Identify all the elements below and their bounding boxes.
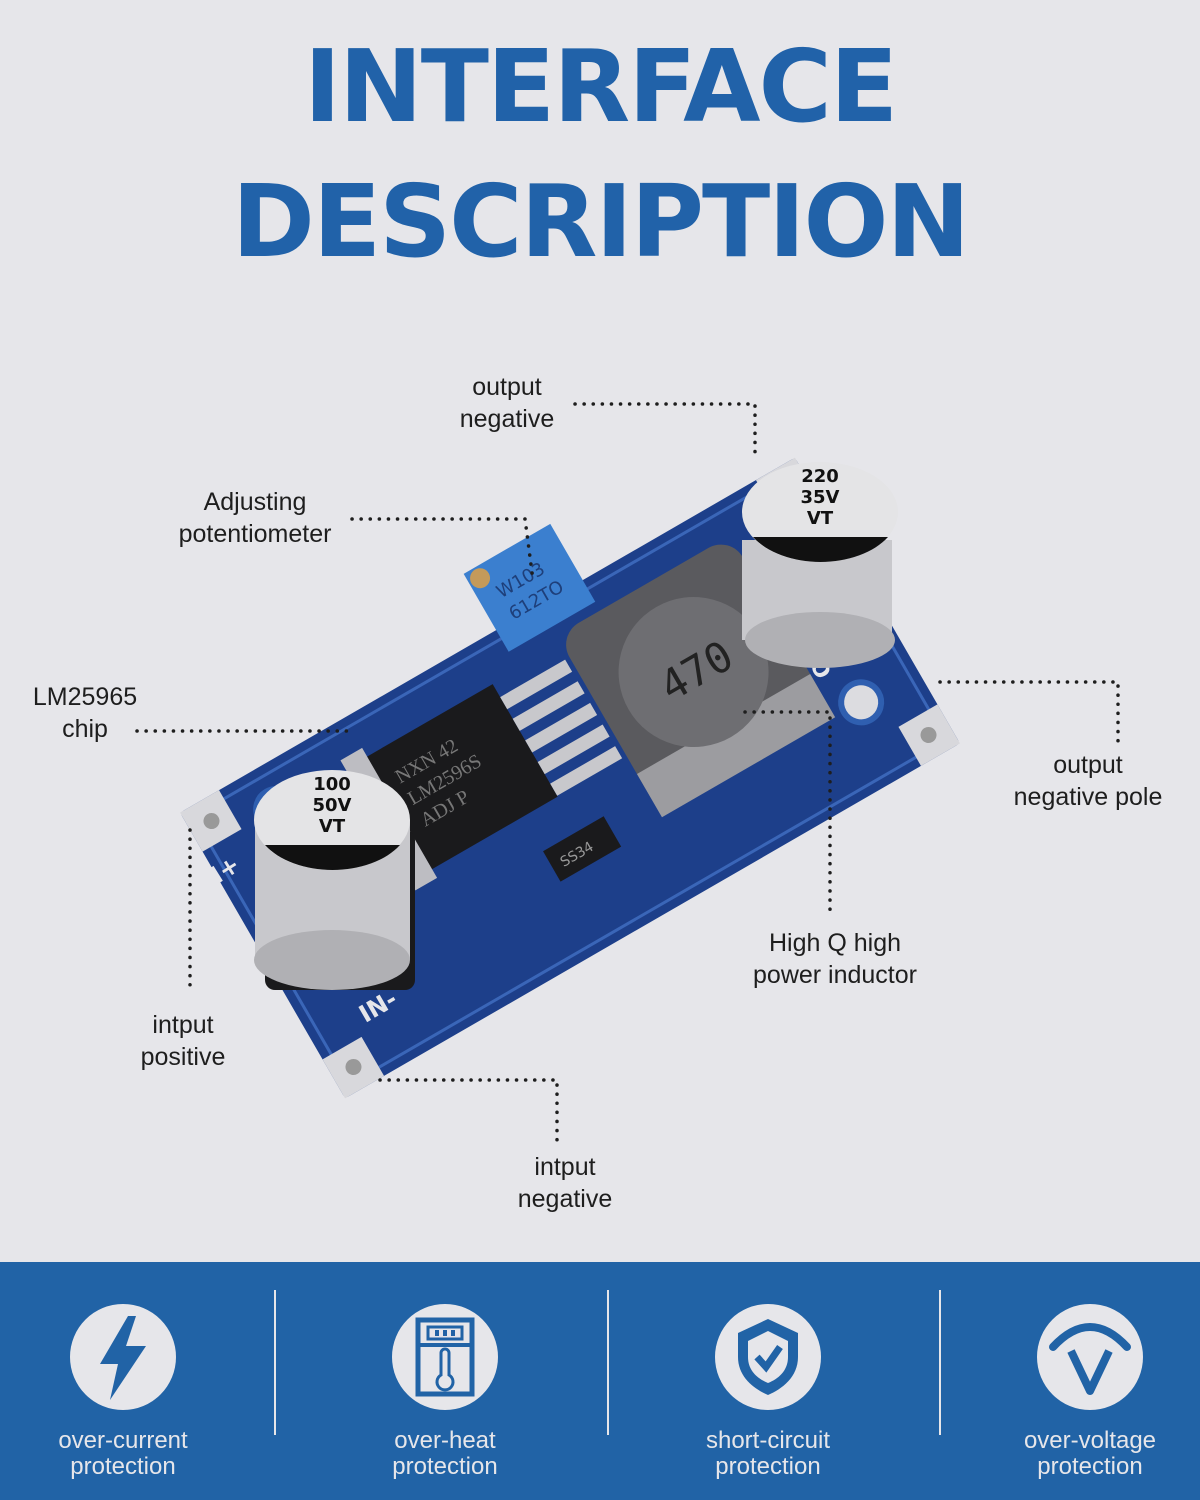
chip-lead: [550, 746, 623, 796]
potentiometer: [463, 523, 596, 652]
feature-label-line: protection: [392, 1453, 498, 1480]
capacitor-polarity-stripe: [265, 845, 400, 870]
title-line-2: DESCRIPTION: [231, 163, 970, 280]
capacitor-marking: VT: [807, 508, 834, 529]
capacitor-marking: 100: [313, 774, 351, 795]
label-chip: LM25965 chip: [33, 681, 137, 745]
capacitor-marking: 35V: [801, 487, 840, 508]
feature-label-line: over-heat: [394, 1427, 496, 1454]
pad-hole: [203, 813, 220, 830]
device-divider: [418, 1343, 472, 1347]
label-input-negative: intput negative: [518, 1151, 613, 1215]
voltage-icon: [1049, 1323, 1131, 1395]
display-segment: [451, 1330, 455, 1336]
label-output-negative-pole: output negative pole: [1014, 749, 1163, 813]
label-line: intput: [534, 1153, 596, 1181]
display-segment: [435, 1330, 439, 1336]
label-line: chip: [62, 715, 108, 743]
label-line: negative: [459, 405, 555, 433]
label-line: intput: [152, 1011, 214, 1039]
mounting-hole: [838, 679, 885, 726]
label-line: output: [1053, 751, 1123, 779]
display-segment: [443, 1330, 447, 1336]
feature-icon-circle: [70, 1304, 176, 1410]
leader-lines: [135, 402, 1120, 1142]
chip-lead: [537, 724, 610, 775]
thermometer: [435, 1347, 455, 1392]
label-line: Adjusting: [203, 488, 307, 516]
pad-hole: [345, 1058, 362, 1075]
potentiometer-screw: [470, 568, 491, 589]
label-line: power inductor: [753, 961, 917, 989]
diode: [543, 816, 622, 882]
label-inductor: High Q high power inductor: [753, 927, 917, 991]
check-mark: [754, 1344, 783, 1373]
shield-inner: [748, 1331, 788, 1383]
chip-lead: [525, 702, 598, 753]
leader-output-negative: [573, 402, 757, 462]
divider: [939, 1290, 941, 1435]
label-line: High Q high: [768, 929, 902, 957]
divider: [607, 1290, 609, 1435]
label-line: positive: [140, 1043, 226, 1071]
feature-icon-circle: [715, 1304, 821, 1410]
device-display: [426, 1325, 464, 1341]
voltage-v: [1067, 1349, 1113, 1395]
capacitor-marking: 50V: [313, 795, 352, 816]
label-potentiometer: Adjusting potentiometer: [179, 486, 332, 550]
lightning-icon: [100, 1316, 146, 1400]
label-line: output: [472, 373, 542, 401]
feature-label-line: over-current: [58, 1427, 188, 1454]
capacitor-marking: VT: [319, 816, 346, 837]
leader-inductor: [743, 710, 832, 917]
leader-input-negative: [378, 1078, 559, 1142]
feature-label-line: over-voltage: [1023, 1427, 1157, 1454]
capacitor-bottom: [254, 930, 410, 990]
lightning-bolt: [100, 1316, 146, 1400]
capacitor-marking: 220: [801, 466, 839, 487]
leader-output-negative-pole: [938, 680, 1120, 747]
feature-label-line: protection: [715, 1453, 821, 1480]
board-diagram: IN- OUT- NXN 42 LM2596S ADJ P 470 W103 6…: [135, 402, 1120, 1142]
output-capacitor: 220 35V VT: [742, 462, 898, 668]
pad-hole: [920, 726, 937, 743]
divider: [274, 1290, 276, 1435]
label-line: negative pole: [1013, 783, 1163, 811]
label-line: negative: [517, 1185, 613, 1213]
capacitor-bottom: [745, 612, 895, 668]
feature-label-line: protection: [1037, 1453, 1143, 1480]
thermometer-icon: [415, 1317, 475, 1397]
input-capacitor: 100 50V VT: [254, 770, 415, 990]
label-line: LM25965: [32, 683, 138, 711]
leader-potentiometer: [350, 517, 535, 582]
chip-lead: [500, 659, 573, 710]
title-line-1: INTERFACE: [303, 28, 898, 145]
feature-icon-circle: [392, 1304, 498, 1410]
feature-icon-circle: [1037, 1304, 1143, 1410]
chip-lead: [512, 681, 585, 731]
label-line: potentiometer: [178, 520, 332, 548]
inductor-core: [618, 597, 769, 748]
feature-label-line: short-circuit: [705, 1427, 831, 1454]
capacitor-polarity-stripe: [753, 537, 888, 562]
shield-check-icon: [738, 1319, 798, 1395]
device-frame: [415, 1317, 475, 1397]
feature-label-line: protection: [70, 1453, 176, 1480]
label-input-positive: intput positive: [141, 1009, 226, 1073]
lm2596-chip: [362, 684, 558, 872]
inductor-base: [636, 673, 836, 818]
chip-leads: [500, 659, 623, 796]
label-output-negative: output negative: [460, 371, 555, 435]
voltage-arc: [1049, 1323, 1131, 1351]
